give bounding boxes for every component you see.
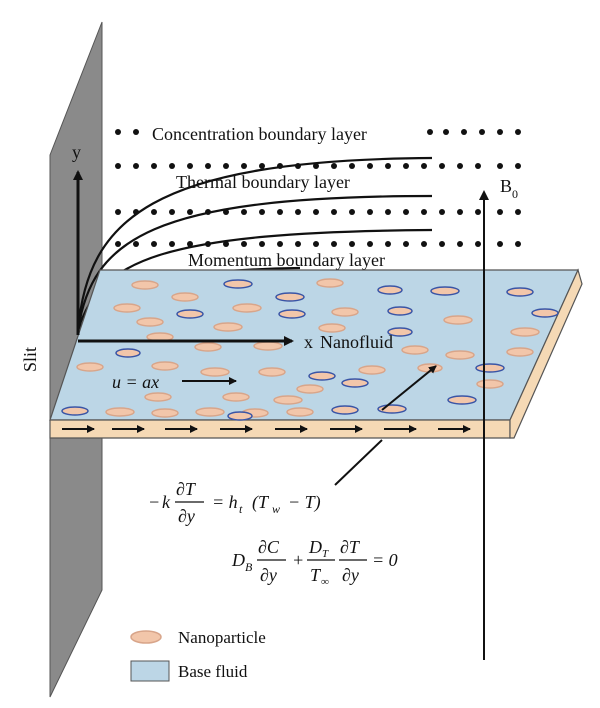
svg-text:= 0: = 0 [372,550,398,570]
nanoparticle [358,365,386,375]
concentration-dots [115,129,521,135]
nanoparticle [387,327,413,337]
nanoparticle [445,350,475,360]
thermal-label: Thermal boundary layer [176,172,350,192]
nanoparticle [275,292,305,302]
nanoparticle [475,363,505,373]
equation-2: D B ∂C ∂y + D T T ∞ ∂T ∂y = 0 [231,537,398,588]
nanoparticle [144,392,172,402]
svg-text:+: + [292,550,304,570]
nanoparticle [447,395,477,405]
svg-text:∂C: ∂C [258,537,280,557]
svg-text:D: D [308,537,322,557]
y-axis-label: y [72,142,81,162]
sheet-right-edge [509,268,583,439]
nanoparticle [506,347,534,357]
nanoparticle [308,371,336,381]
nanoparticle [200,367,230,377]
svg-text:T: T [322,548,329,560]
nanoparticle [213,322,243,332]
diagonal-flow-arrow [381,365,437,411]
nanoparticle [331,307,359,317]
nanoparticle [286,407,314,417]
nanoparticle [476,379,504,389]
nanoparticle [194,342,222,352]
nanoparticle [151,361,179,371]
nanoparticle [115,348,141,358]
nanoparticle [227,411,253,421]
nanoparticle [341,378,369,388]
svg-text:∂T: ∂T [340,537,361,557]
nanoparticle [76,362,104,372]
nanoparticle [136,317,164,327]
nanoparticle [171,292,199,302]
legend-base-fluid-label: Base fluid [178,662,248,681]
thermal-profile-curve [76,156,433,331]
svg-text:T: T [310,565,322,585]
svg-text:D: D [231,550,245,570]
equation-pointer-line [334,439,383,486]
legend-nanoparticle-icon [130,630,162,644]
dotted-line-4 [115,241,521,247]
nanoparticle [253,341,283,351]
nanoparticle [296,384,324,394]
nanoparticle [61,406,89,416]
legend-nanoparticle-label: Nanoparticle [178,628,266,647]
svg-text:B: B [245,560,253,574]
nanoparticle [377,285,403,295]
svg-text:−: − [148,492,160,512]
b-field-subscript: 0 [512,187,518,201]
nanoparticle [176,309,204,319]
equation-1: − k ∂T ∂y = h t (T w − T) [148,479,321,526]
nanoparticle [318,323,346,333]
nanoparticle [151,408,179,418]
svg-text:∂y: ∂y [260,565,277,585]
nanoparticle [195,407,225,417]
svg-text:− T): − T) [288,492,321,513]
svg-text:∞: ∞ [321,576,329,588]
svg-text:= h: = h [212,492,238,512]
svg-text:k: k [162,492,171,512]
nanofluid-label: Nanofluid [320,332,393,352]
nanoparticle [278,309,306,319]
x-axis-label: x [304,332,313,352]
nanoparticle [316,278,344,288]
nanoparticle [131,280,159,290]
nanoparticle [531,308,559,318]
svg-text:t: t [239,502,243,516]
svg-text:w: w [272,502,280,516]
svg-text:∂T: ∂T [176,479,197,499]
nanoparticles [61,278,559,421]
momentum-label: Momentum boundary layer [188,250,385,270]
slit-label: Slit [20,347,40,372]
base-fluid-sheet [49,269,579,421]
nanoparticle [105,407,135,417]
legend: Nanoparticle Base fluid [130,628,266,682]
nanoparticle [222,392,250,402]
dotted-line-2 [115,163,521,169]
nanoparticle [113,303,141,313]
nanoparticle [258,367,286,377]
nanoparticle [223,279,253,289]
legend-base-fluid-icon [130,660,170,682]
b-field-label: B [500,176,512,196]
nanoparticle [443,315,473,325]
nanoparticle [331,405,359,415]
nanoparticle [506,287,534,297]
concentration-profile-curve [76,194,433,331]
nanoparticle [387,306,413,316]
svg-text:∂y: ∂y [342,565,359,585]
nanoparticle [273,395,303,405]
velocity-label: u = ax [112,372,159,392]
dotted-line-3 [115,209,521,215]
svg-text:(T: (T [252,492,270,513]
nanoparticle [510,327,540,337]
svg-text:∂y: ∂y [178,506,195,526]
nanoparticle [430,286,460,296]
nanoparticle [401,345,429,355]
concentration-label: Concentration boundary layer [152,124,367,144]
nanoparticle [232,303,262,313]
